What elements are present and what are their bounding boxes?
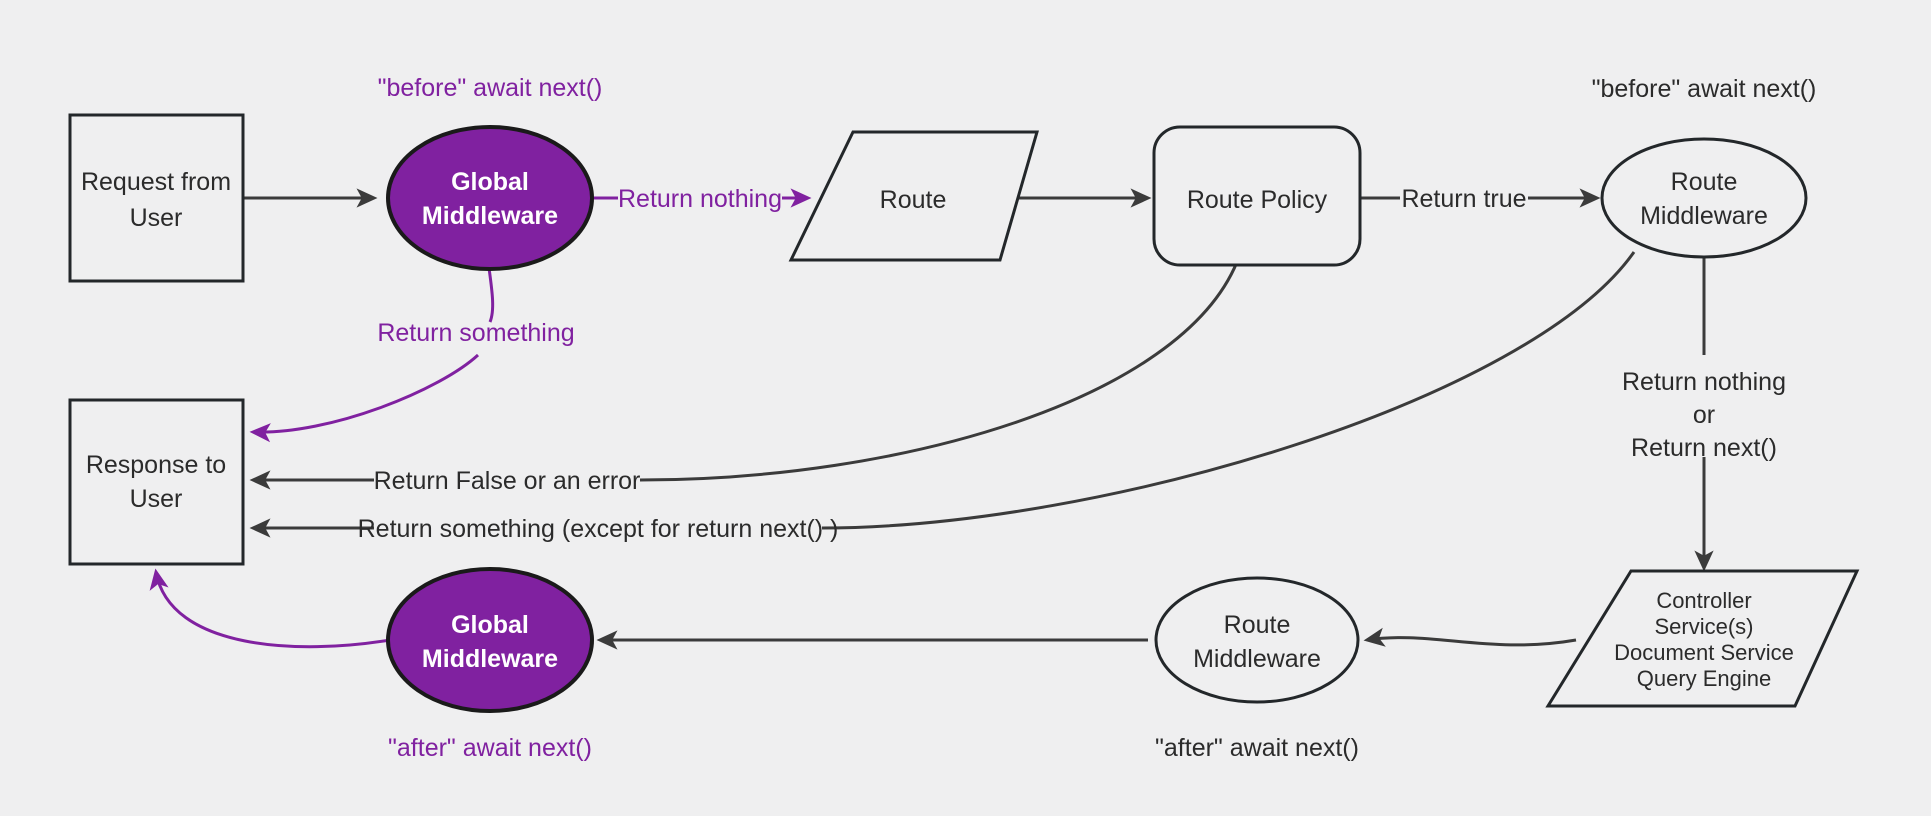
node-global-middleware-bottom-line1: Global: [451, 611, 529, 639]
edge-label-return-false-or-error: Return False or an error: [374, 467, 641, 495]
node-route-label: Route: [880, 186, 947, 214]
edge-label-return-nothing-or-next-line1: Return nothing: [1622, 368, 1786, 396]
node-route-middleware-bottom-line1: Route: [1224, 611, 1291, 639]
node-request-from-user[interactable]: Request from User: [68, 113, 245, 283]
node-controller-line2: Service(s): [1654, 614, 1753, 639]
node-global-middleware-bottom[interactable]: Global Middleware: [386, 567, 594, 713]
node-controller-services[interactable]: Controller Service(s) Document Service Q…: [1545, 569, 1860, 708]
edge-label-return-nothing-or-next-line3: Return next(): [1631, 434, 1777, 462]
annotation-before-await-next-global: "before" await next(): [378, 74, 603, 102]
node-route-policy-label: Route Policy: [1187, 186, 1328, 214]
node-route-policy[interactable]: Route Policy: [1152, 125, 1362, 267]
edge-global-mw-bottom-to-response: [149, 568, 391, 649]
node-controller-line3: Document Service: [1614, 640, 1794, 665]
edge-label-return-true: Return true: [1401, 185, 1526, 213]
edge-label-return-nothing-or-next: Return nothing or Return next(): [1622, 368, 1786, 462]
edge-return-something-to-response: [249, 353, 480, 443]
node-route-middleware-bottom-line2: Middleware: [1193, 645, 1321, 673]
node-response-to-user[interactable]: Response to User: [68, 398, 245, 566]
node-controller-line4: Query Engine: [1637, 666, 1772, 691]
annotation-after-await-next-global: "after" await next(): [388, 734, 592, 762]
node-global-middleware-top[interactable]: Global Middleware: [386, 125, 594, 271]
node-response-label-line1: Response to: [86, 451, 226, 479]
edge-global-mw-top-return-something-stub: [487, 267, 495, 323]
node-route-middleware-top[interactable]: Route Middleware: [1600, 137, 1808, 259]
node-route-middleware-top-line1: Route: [1671, 168, 1738, 196]
edge-policy-to-label-false: [639, 261, 1239, 482]
node-request-label-line1: Request from: [81, 168, 231, 196]
edge-route-mw-to-label-something-except: [821, 251, 1636, 530]
node-response-label-line2: User: [130, 485, 183, 513]
node-global-middleware-top-line2: Middleware: [422, 202, 558, 230]
edge-label-return-nothing-or-next-line2: or: [1693, 401, 1715, 429]
node-global-middleware-top-line1: Global: [451, 168, 529, 196]
edge-controller-to-route-middleware-bottom: [1363, 627, 1577, 647]
node-global-middleware-bottom-line2: Middleware: [422, 645, 558, 673]
node-route-middleware-top-line2: Middleware: [1640, 202, 1768, 230]
annotation-after-await-next-route: "after" await next(): [1155, 734, 1359, 762]
node-request-label-line2: User: [130, 204, 183, 232]
node-route-middleware-bottom[interactable]: Route Middleware: [1154, 576, 1360, 704]
node-controller-line1: Controller: [1656, 588, 1751, 613]
edge-label-return-nothing: Return nothing: [618, 185, 782, 213]
edge-label-return-something: Return something: [377, 319, 574, 347]
annotation-before-await-next-route: "before" await next(): [1592, 75, 1817, 103]
edge-label-return-something-except: Return something (except for return next…: [358, 515, 839, 543]
node-route[interactable]: Route: [788, 130, 1039, 262]
